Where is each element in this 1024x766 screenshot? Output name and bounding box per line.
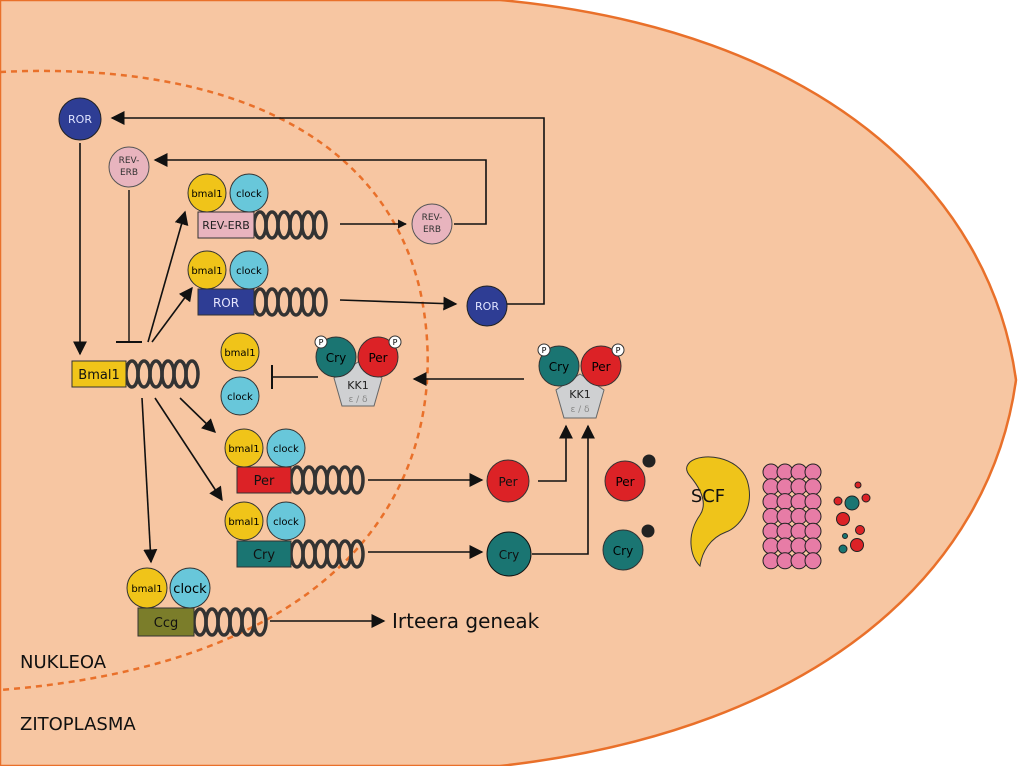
gene-cry: Cry xyxy=(236,540,292,568)
proteasome-subunit xyxy=(804,493,822,511)
output-genes-label: Irteera geneak xyxy=(392,609,540,633)
gene-reverb-label: REV-ERB xyxy=(202,219,250,232)
free-clock: clock xyxy=(220,376,260,416)
clock-label: clock xyxy=(236,266,262,277)
proteasome xyxy=(762,463,822,570)
free-clock-label: clock xyxy=(227,392,253,403)
complex-cytoplasmic: KK1 ε / δ Cry Per P P xyxy=(537,343,625,419)
reverb-label-1: REV- xyxy=(422,213,443,223)
ror-label: ROR xyxy=(475,300,499,313)
ror-protein-nuclear: ROR xyxy=(58,97,102,141)
free-bmal1-label: bmal1 xyxy=(224,348,255,359)
nucleus-membrane xyxy=(0,69,429,692)
bmal1-clock-ror: bmal1 clock xyxy=(187,250,269,290)
gene-bmal1-label: Bmal1 xyxy=(78,368,119,383)
clock-label: clock xyxy=(273,444,299,455)
cry-label: Cry xyxy=(613,544,633,558)
reverb-protein-product: REV- ERB xyxy=(411,203,453,245)
per-ubiquitinated: Per xyxy=(604,454,656,502)
dna-loop xyxy=(349,539,365,569)
bmal1-label: bmal1 xyxy=(131,584,162,595)
cry-label: Cry xyxy=(549,360,569,374)
reverb-label-2: ERB xyxy=(120,168,138,178)
dna-helices xyxy=(124,210,365,637)
scf-complex: SCF xyxy=(686,456,750,568)
ck1-sub-label: ε / δ xyxy=(348,395,368,405)
clock-label: clock xyxy=(273,517,299,528)
arrow-per-to-complex xyxy=(538,424,573,482)
proteasome-subunit xyxy=(804,552,822,570)
cytoplasm-label: ZITOPLASMA xyxy=(20,714,136,735)
gene-reverb: REV-ERB xyxy=(197,211,255,239)
per-label: Per xyxy=(498,475,517,489)
degradation-fragments xyxy=(833,481,871,554)
reverb-label-1: REV- xyxy=(119,156,140,166)
bmal1-clock-cry: bmal1 clock xyxy=(224,501,306,541)
proteasome-subunit xyxy=(804,537,822,555)
ror-protein-product: ROR xyxy=(466,285,508,327)
free-bmal1: bmal1 xyxy=(220,332,260,372)
dna-loop xyxy=(184,359,200,389)
reverb-protein-nuclear: REV- ERB xyxy=(108,146,150,188)
cry-label: Cry xyxy=(326,351,346,365)
ck1-label: KK1 xyxy=(569,388,590,401)
phospho-label: P xyxy=(319,338,324,347)
bmal1-label: bmal1 xyxy=(228,444,259,455)
proteasome-subunit xyxy=(804,507,822,525)
arrow-ror-feedback xyxy=(110,111,545,305)
phospho-label: P xyxy=(542,346,547,355)
arrow-bmal1-to-per-gene xyxy=(179,397,217,433)
gene-ror: ROR xyxy=(197,288,255,316)
cry-ubiquitinated: Cry xyxy=(602,524,655,571)
gene-ror-label: ROR xyxy=(213,296,239,310)
dna-loop xyxy=(252,607,268,637)
arrow-bmal1-to-ror-gene xyxy=(151,286,193,343)
arrow-bmal1-to-reverb-gene xyxy=(147,210,189,343)
gene-ccg-label: Ccg xyxy=(154,616,178,631)
dna-loop xyxy=(349,465,365,495)
cry-label: Cry xyxy=(499,548,519,562)
bmal1-label: bmal1 xyxy=(228,517,259,528)
arrow-cry-to-complex xyxy=(532,424,595,555)
nucleus-label: NUKLEOA xyxy=(20,652,107,673)
bmal1-clock-per: bmal1 clock xyxy=(224,428,306,468)
phospho-label: P xyxy=(616,346,621,355)
phospho-label: P xyxy=(393,338,398,347)
gene-per-label: Per xyxy=(254,474,275,489)
per-label: Per xyxy=(368,351,387,365)
bmal1-clock-reverb: bmal1 clock xyxy=(187,173,269,213)
bmal1-label: bmal1 xyxy=(191,189,222,200)
arrow-bmal1-to-ccg-gene xyxy=(141,397,158,564)
ck1-sub-label: ε / δ xyxy=(570,405,590,415)
complex-nuclear: KK1 ε / δ Cry Per P P xyxy=(314,335,402,407)
clock-label: clock xyxy=(236,189,262,200)
gene-ccg: Ccg xyxy=(137,607,195,637)
per-label: Per xyxy=(591,360,610,374)
ck1-label: KK1 xyxy=(347,379,368,392)
arrow-reverb-feedback xyxy=(153,153,487,225)
per-protein: Per xyxy=(486,459,530,503)
proteasome-subunit xyxy=(804,522,822,540)
arrow-bmal1-to-cry-gene xyxy=(154,397,223,502)
per-label: Per xyxy=(615,475,634,489)
gene-per: Per xyxy=(236,466,292,494)
arrow-ror-gene-to-protein xyxy=(339,296,458,311)
ck1-pentagon xyxy=(555,373,605,419)
reverb-label-2: ERB xyxy=(423,225,441,235)
dna-loop xyxy=(312,287,328,317)
proteasome-subunit xyxy=(804,463,822,481)
ror-label: ROR xyxy=(68,113,92,126)
cry-protein: Cry xyxy=(486,531,532,577)
dna-loop xyxy=(312,210,328,240)
gene-cry-label: Cry xyxy=(253,548,275,563)
clock-label: clock xyxy=(173,582,207,597)
scf-label: SCF xyxy=(691,486,725,507)
proteasome-subunit xyxy=(804,478,822,496)
gene-bmal1: Bmal1 xyxy=(71,360,127,388)
bmal1-clock-ccg: bmal1 clock xyxy=(126,567,211,609)
bmal1-label: bmal1 xyxy=(191,266,222,277)
